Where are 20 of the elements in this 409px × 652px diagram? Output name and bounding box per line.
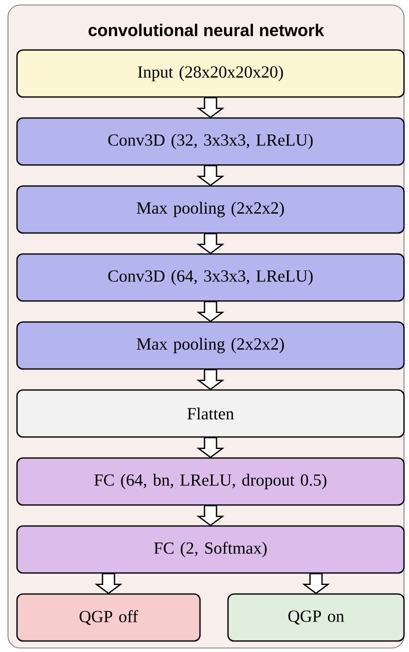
- layer-box: FC (64, bn, LReLU, dropout 0.5): [16, 457, 405, 506]
- block-arrow: [196, 505, 224, 526]
- block-arrow: [196, 437, 224, 458]
- block-arrow: [196, 233, 224, 254]
- block-arrow: [94, 573, 122, 594]
- block-arrow: [196, 165, 224, 186]
- layer-box: Input (28x20x20x20): [16, 49, 405, 98]
- block-arrow: [302, 573, 330, 594]
- layer-box: Max pooling (2x2x2): [16, 185, 405, 234]
- block-arrow: [196, 369, 224, 390]
- layer-box: Flatten: [16, 389, 405, 438]
- layer-box: QGP off: [16, 593, 201, 642]
- layer-box: Conv3D (64, 3x3x3, LReLU): [16, 253, 405, 302]
- layer-box: QGP on: [227, 593, 405, 642]
- layer-box: FC (2, Softmax): [16, 525, 405, 574]
- block-arrow: [196, 97, 224, 118]
- layer-box: Max pooling (2x2x2): [16, 321, 405, 370]
- block-arrow: [196, 301, 224, 322]
- title: convolutional neural network: [88, 24, 324, 36]
- layer-box: Conv3D (32, 3x3x3, LReLU): [16, 117, 405, 166]
